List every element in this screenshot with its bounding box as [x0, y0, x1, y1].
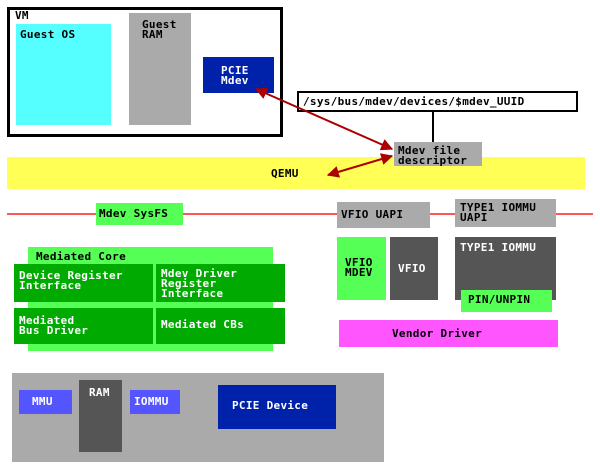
iommu-box — [130, 390, 180, 414]
mmu-box — [19, 390, 72, 414]
mdev-fd-label: Mdev file descriptor — [398, 144, 468, 167]
vendor-driver-box — [339, 320, 558, 347]
pcie-mdev-box — [203, 57, 274, 93]
qemu-label: QEMU — [271, 167, 299, 180]
pcie-device-label: PCIE Device — [232, 399, 309, 412]
qemu-bar — [7, 157, 585, 189]
mdev-sysfs-box — [96, 203, 183, 225]
mediated-core-label: Mediated Core — [36, 250, 126, 263]
mediated-bus-driver-label: Mediated Bus Driver — [19, 314, 89, 337]
mdev-fd-box — [394, 142, 482, 166]
vendor-driver-label: Vendor Driver — [392, 327, 482, 340]
ram-box — [79, 380, 122, 452]
mmu-label: MMU — [32, 395, 53, 408]
vfio-mdev-label: VFIO MDEV — [345, 256, 373, 279]
mdev-driver-register-interface-label: Mdev Driver Register Interface — [161, 267, 238, 300]
vfio-uapi-box — [337, 202, 430, 228]
pcie-device-box — [218, 385, 336, 429]
mediated-bus-driver-box — [14, 308, 153, 344]
type1-iommu-box — [455, 237, 556, 300]
vfio-mdev-box — [337, 237, 386, 300]
device-register-interface-label: Device Register Interface — [19, 269, 123, 292]
type1-iommu-label: TYPE1 IOMMU — [460, 241, 537, 254]
mediated-cbs-box — [156, 308, 285, 344]
guest-ram-label: Guest RAM — [142, 18, 177, 41]
device-register-interface-box — [14, 264, 153, 302]
sysfs-path-label: /sys/bus/mdev/devices/$mdev_UUID — [303, 95, 525, 108]
vm-title: VM — [15, 9, 29, 22]
vfio-uapi-label: VFIO UAPI — [341, 208, 404, 221]
kernel-boundary-line — [7, 213, 593, 215]
mediated-cbs-label: Mediated CBs — [161, 318, 245, 331]
pcie-mdev-label: PCIE Mdev — [221, 64, 249, 87]
vfio-label: VFIO — [398, 262, 426, 275]
guest-os-label: Guest OS — [20, 28, 76, 41]
vfio-box — [390, 237, 438, 300]
iommu-label: IOMMU — [134, 395, 169, 408]
ram-label: RAM — [89, 386, 110, 399]
type1-uapi-box — [455, 199, 556, 227]
pin-unpin-label: PIN/UNPIN — [468, 293, 531, 306]
pin-unpin-box — [461, 290, 552, 312]
guest-ram-box — [129, 13, 191, 125]
type1-uapi-label: TYPE1 IOMMU UAPI — [460, 201, 537, 224]
mdev-sysfs-label: Mdev SysFS — [99, 207, 169, 220]
guest-os-box — [16, 24, 111, 125]
mdev-driver-register-interface-box — [156, 264, 285, 302]
